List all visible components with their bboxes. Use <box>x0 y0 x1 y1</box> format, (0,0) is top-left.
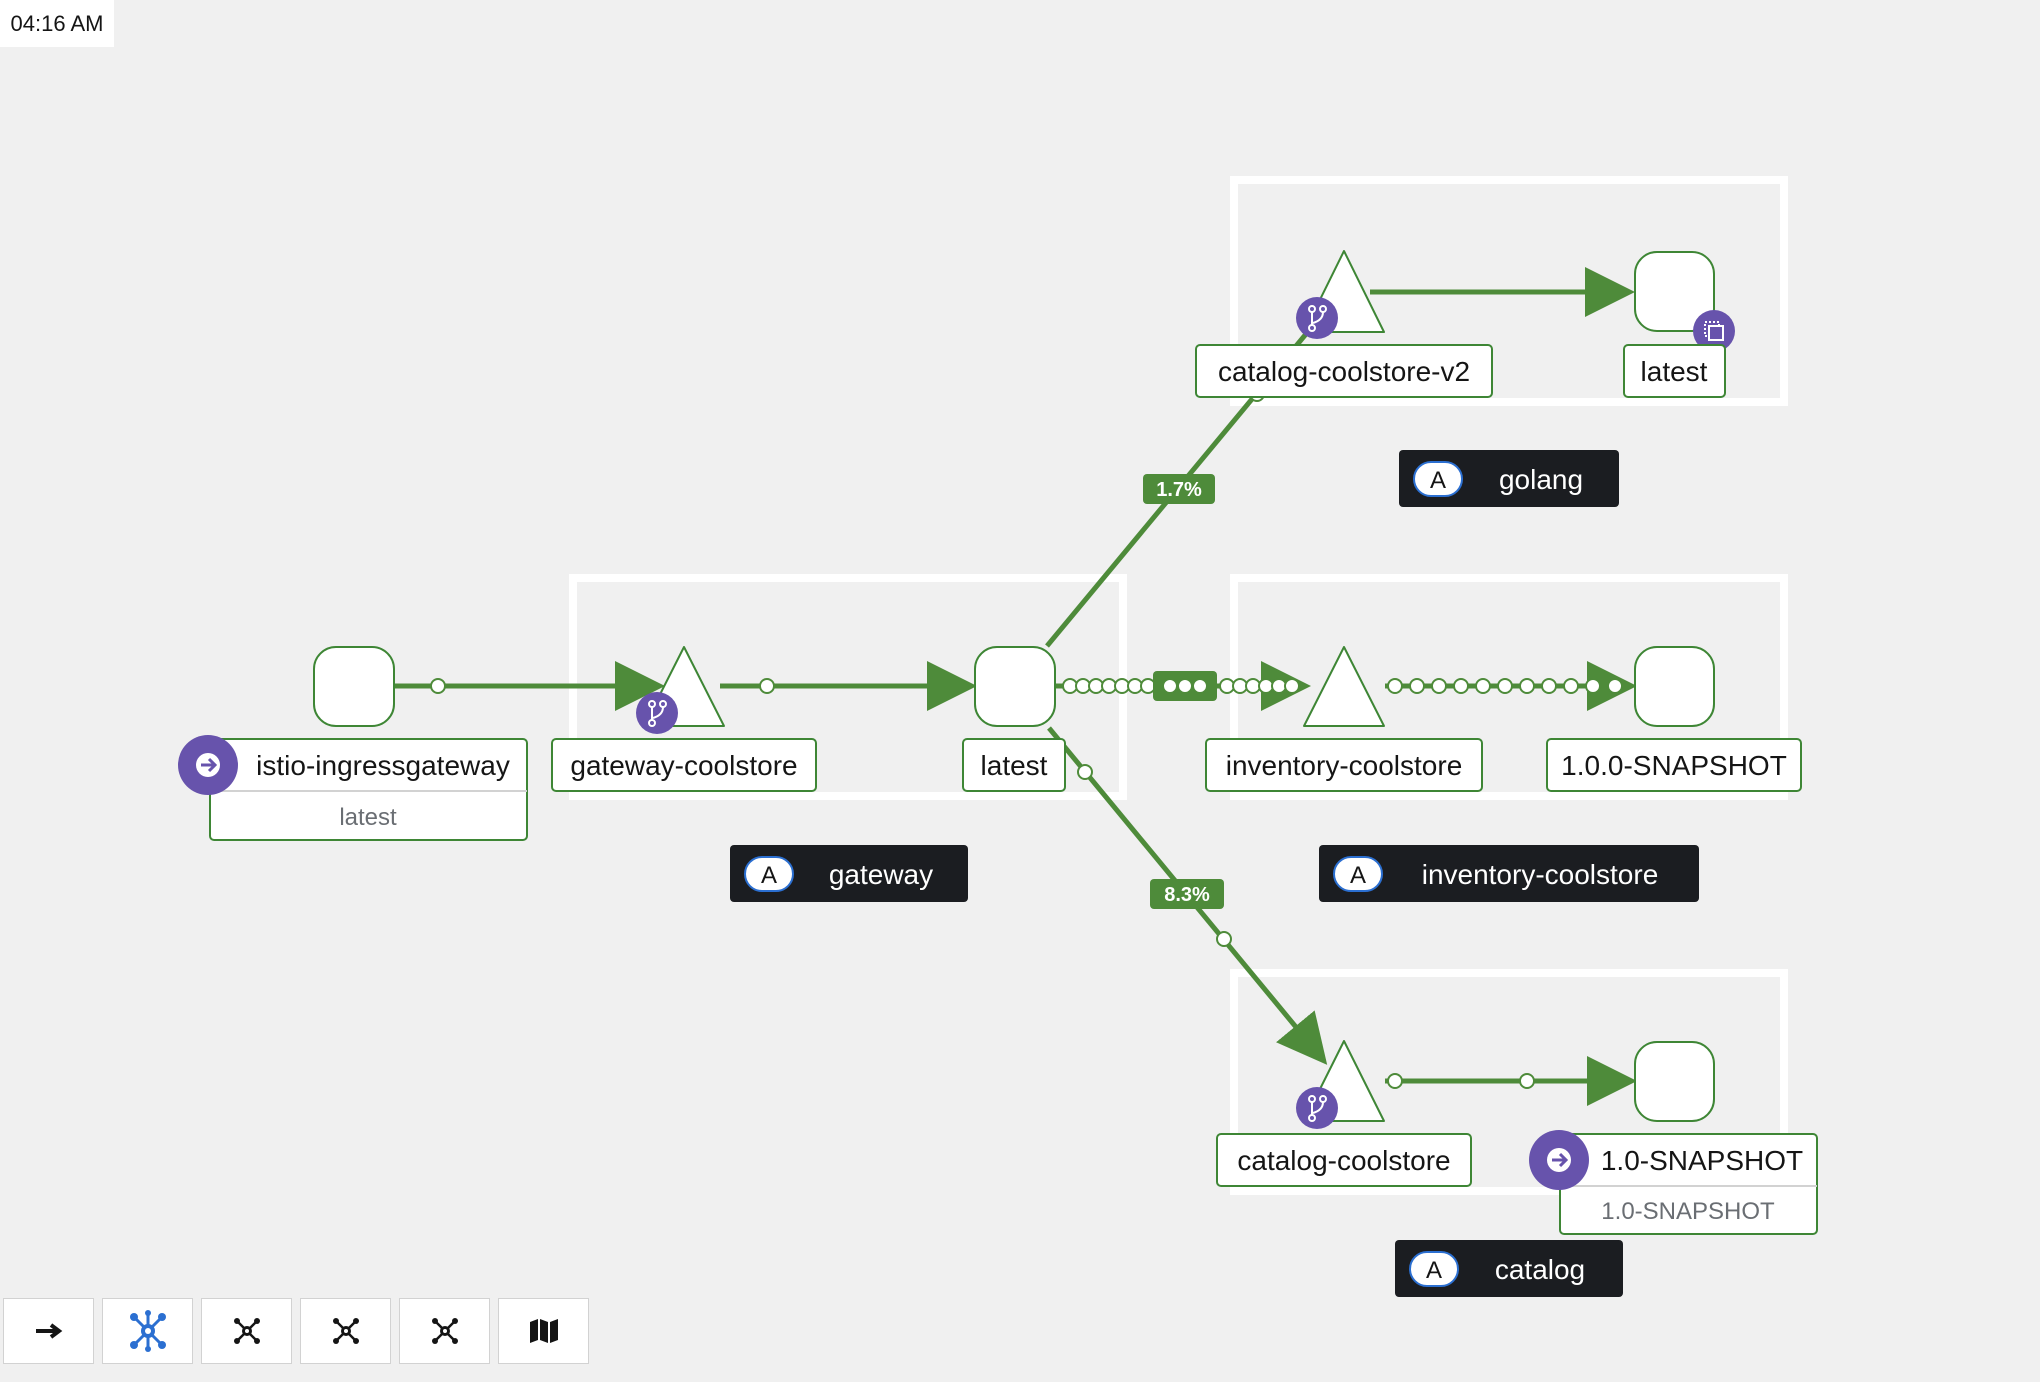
edge-traffic-dot <box>1216 931 1232 947</box>
namespace-badge: A <box>1350 862 1366 889</box>
workload-node-golang-latest[interactable] <box>1634 251 1735 352</box>
namespace-label-gateway[interactable]: A gateway <box>730 845 968 902</box>
gateway-icon <box>1529 1130 1589 1190</box>
service-node-gateway-coolstore[interactable] <box>636 646 725 734</box>
edge-traffic-dots-inventory-label <box>1162 678 1208 694</box>
gateway-icon <box>178 735 238 795</box>
app-box-catalog <box>1230 969 1788 1195</box>
svg-text:1.0-SNAPSHOT: 1.0-SNAPSHOT <box>1601 1145 1803 1176</box>
service-node-inventory-coolstore[interactable] <box>1303 646 1385 727</box>
service-node-catalog-coolstore-v2[interactable] <box>1296 250 1385 339</box>
workload-node-gateway-latest[interactable] <box>974 646 1056 727</box>
layout-3-button[interactable] <box>399 1298 490 1364</box>
namespace-name: catalog <box>1495 1254 1585 1285</box>
node-label-catalog-snapshot[interactable]: 1.0-SNAPSHOT 1.0-SNAPSHOT <box>1529 1130 1818 1235</box>
svg-text:1.0.0-SNAPSHOT: 1.0.0-SNAPSHOT <box>1561 750 1787 781</box>
svg-text:catalog-coolstore-v2: catalog-coolstore-v2 <box>1218 356 1470 387</box>
layout-1-button[interactable] <box>201 1298 292 1364</box>
svg-text:gateway-coolstore: gateway-coolstore <box>570 750 797 781</box>
svg-text:latest: latest <box>981 750 1048 781</box>
node-label-inventory-snapshot[interactable]: 1.0.0-SNAPSHOT <box>1546 738 1802 792</box>
namespace-label-inventory-coolstore[interactable]: A inventory-coolstore <box>1319 845 1699 902</box>
svg-text:1.0-SNAPSHOT: 1.0-SNAPSHOT <box>1601 1198 1775 1225</box>
graph-layout-default-icon <box>129 1310 166 1352</box>
map-icon <box>529 1319 558 1343</box>
svg-text:latest: latest <box>339 804 397 831</box>
namespace-name: gateway <box>829 859 933 890</box>
timestamp: 04:16 AM <box>0 0 114 47</box>
edges: 1.7% 8.3% <box>394 267 1637 1106</box>
svg-text:istio-ingressgateway: istio-ingressgateway <box>256 750 510 781</box>
layout-default-button[interactable] <box>102 1298 193 1364</box>
virtual-service-icon <box>1296 1087 1338 1129</box>
svg-text:catalog-coolstore: catalog-coolstore <box>1237 1145 1450 1176</box>
node-label-inventory-coolstore[interactable]: inventory-coolstore <box>1205 738 1483 792</box>
edge-label-golang-pct-bg[interactable] <box>1143 474 1215 504</box>
graph-layout-3-icon <box>431 1318 458 1344</box>
app-box-golang <box>1230 176 1788 406</box>
node-label-catalog-coolstore-v2[interactable]: catalog-coolstore-v2 <box>1195 344 1493 398</box>
missing-sidecar-icon <box>1693 310 1735 352</box>
node-label-gateway-latest[interactable]: latest <box>962 738 1066 792</box>
edge-traffic-dot <box>430 678 446 694</box>
namespace-badge: A <box>761 862 777 889</box>
edge-traffic-dot <box>1387 1073 1403 1089</box>
virtual-service-icon <box>1296 297 1338 339</box>
node-label-gateway-coolstore[interactable]: gateway-coolstore <box>551 738 817 792</box>
workload-node-istio-ingressgateway[interactable] <box>313 646 395 727</box>
arrow-right-icon <box>35 1323 62 1339</box>
namespace-badge: A <box>1430 467 1446 494</box>
node-label-catalog-coolstore[interactable]: catalog-coolstore <box>1216 1133 1472 1187</box>
node-label-golang-latest[interactable]: latest <box>1623 344 1726 398</box>
edge-traffic-dot <box>1077 764 1093 780</box>
workload-node-inventory-snapshot[interactable] <box>1634 646 1715 727</box>
namespace-name: golang <box>1499 464 1583 495</box>
layout-2-button[interactable] <box>300 1298 391 1364</box>
namespace-label-golang[interactable]: A golang <box>1399 450 1619 507</box>
edge-traffic-dots-inventory <box>1062 678 1300 694</box>
edge-traffic-dot <box>1519 1073 1535 1089</box>
edge-traffic-dot <box>759 678 775 694</box>
virtual-service-icon <box>636 692 678 734</box>
graph-layout-2-icon <box>332 1318 359 1344</box>
workload-node-catalog-snapshot[interactable] <box>1634 1041 1715 1122</box>
service-node-catalog-coolstore[interactable] <box>1296 1040 1385 1129</box>
edge-label-catalog-pct-bg[interactable] <box>1150 879 1224 909</box>
graph-toolbar <box>3 1298 589 1364</box>
namespace-name: inventory-coolstore <box>1422 859 1659 890</box>
node-label-istio-ingressgateway[interactable]: istio-ingressgateway latest <box>178 735 528 841</box>
arrow-right-button[interactable] <box>3 1298 94 1364</box>
svg-text:inventory-coolstore: inventory-coolstore <box>1226 750 1463 781</box>
edge-label-golang-pct: 1.7% <box>1156 479 1202 501</box>
namespace-badge: A <box>1426 1257 1442 1284</box>
graph-layout-1-icon <box>233 1318 260 1344</box>
edge-label-catalog-pct: 8.3% <box>1164 884 1210 906</box>
svg-text:latest: latest <box>1641 356 1708 387</box>
namespace-label-catalog[interactable]: A catalog <box>1395 1240 1623 1297</box>
legend-map-button[interactable] <box>498 1298 589 1364</box>
edge-traffic-dots-inventory-2 <box>1387 678 1623 694</box>
